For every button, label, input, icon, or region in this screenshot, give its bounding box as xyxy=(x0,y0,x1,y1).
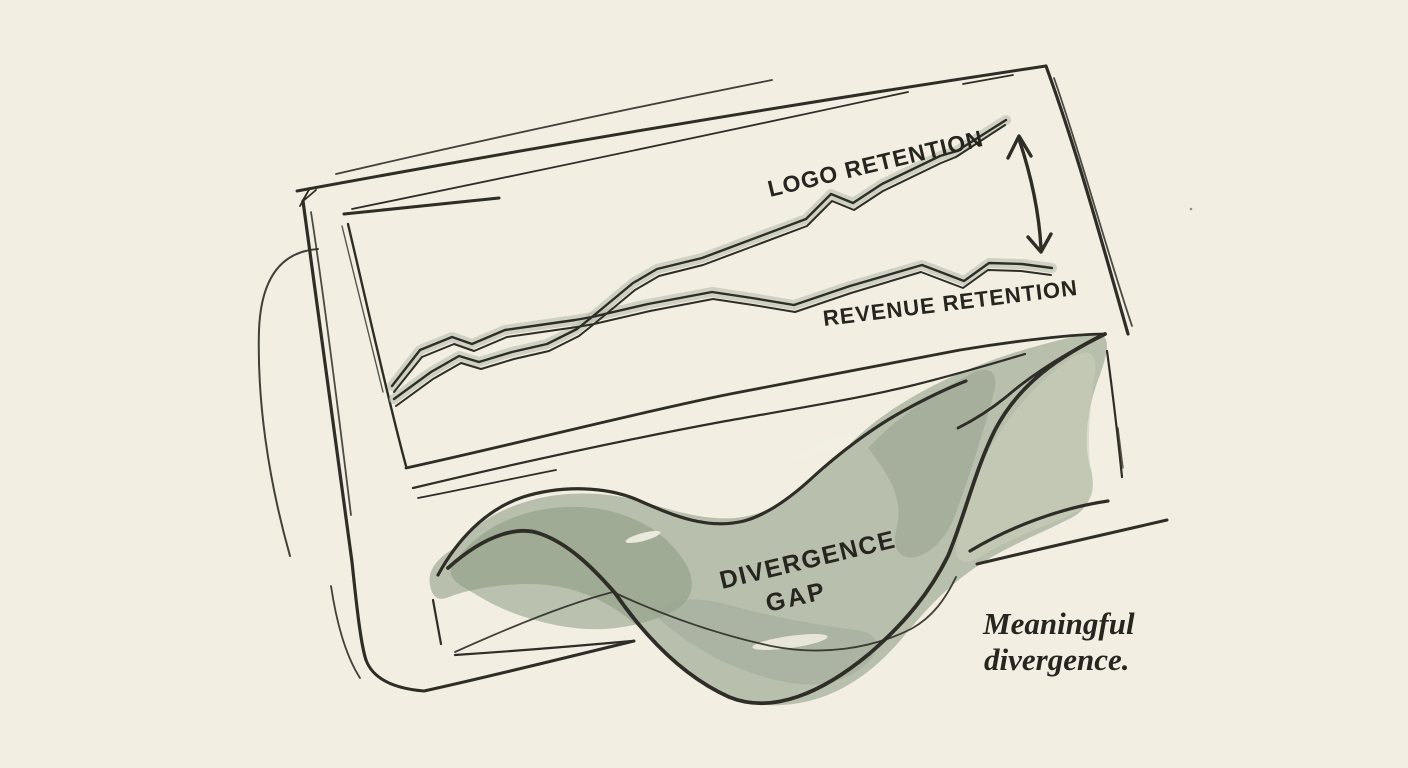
logo-line-stroke-1 xyxy=(392,118,1008,401)
revenue-line-stroke-1 xyxy=(390,261,1054,388)
caption-line2: divergence. xyxy=(984,642,1129,677)
panel-top-edge-end xyxy=(962,74,1014,85)
card-left-edge-outer-stroke xyxy=(330,585,361,679)
wave-paper-sliver xyxy=(625,530,661,544)
wave-wash-dark-ascent xyxy=(868,369,996,558)
panel-bottom-edge-stroke xyxy=(411,352,1027,490)
card-left-edge xyxy=(301,199,368,662)
panel-top-edge-short xyxy=(342,196,501,216)
card-right-edge-lower xyxy=(1105,349,1124,479)
panel-left-edge-stroke xyxy=(341,225,384,393)
arrow-head-down xyxy=(1026,232,1053,254)
chart-panel xyxy=(341,74,1107,499)
wave-inner-thin-curve xyxy=(454,576,957,653)
card-top-edge-sketch-stroke xyxy=(335,79,773,175)
arrow-head-up xyxy=(1006,134,1033,160)
back-card-corner xyxy=(257,248,319,557)
wave-ink-curves xyxy=(431,332,1110,706)
card-frame xyxy=(257,64,1193,693)
revenue-retention-line xyxy=(390,261,1054,393)
card-top-edge xyxy=(295,64,1048,193)
card-right-edge-sketch-stroke xyxy=(1053,77,1133,327)
wave-paper-sliver xyxy=(790,434,854,462)
card-left-edge-sketch-stroke xyxy=(310,211,352,516)
panel-top-edge xyxy=(351,91,909,210)
retention-lines xyxy=(387,115,1057,407)
wave-right-descent-curve xyxy=(956,332,1107,430)
panel-left-edge xyxy=(346,222,408,468)
card-bottom-edge-right xyxy=(975,518,1169,566)
panel-bottom-edge-to-wave-tip xyxy=(404,332,1107,470)
divergence-gap-wave xyxy=(429,334,1107,706)
ink-speck xyxy=(1189,207,1193,211)
card-bottom-edge-left-stroke xyxy=(453,639,634,657)
arrow-shaft xyxy=(1017,137,1043,250)
wave-bottom-hook-curve xyxy=(968,499,1110,553)
logo-retention-line xyxy=(392,118,1008,407)
revenue-line-stroke-2 xyxy=(393,269,1052,393)
wave-wash-light-right xyxy=(956,352,1096,562)
panel-bottom-edge-short-stroke xyxy=(417,469,557,499)
wave-valley-curve xyxy=(446,332,1107,706)
card-bottom-edge-left xyxy=(364,639,636,693)
caption-line1: Meaningful xyxy=(982,606,1135,641)
wave-crest-curve xyxy=(436,379,968,577)
card-corner-squiggle xyxy=(299,187,317,207)
card-right-edge xyxy=(1044,64,1130,336)
divergence-arrow xyxy=(1006,134,1053,254)
logo-line-stroke-2 xyxy=(395,124,1006,407)
card-right-edge-lower-stroke xyxy=(1117,427,1124,469)
wash-edge-dash xyxy=(431,598,443,646)
